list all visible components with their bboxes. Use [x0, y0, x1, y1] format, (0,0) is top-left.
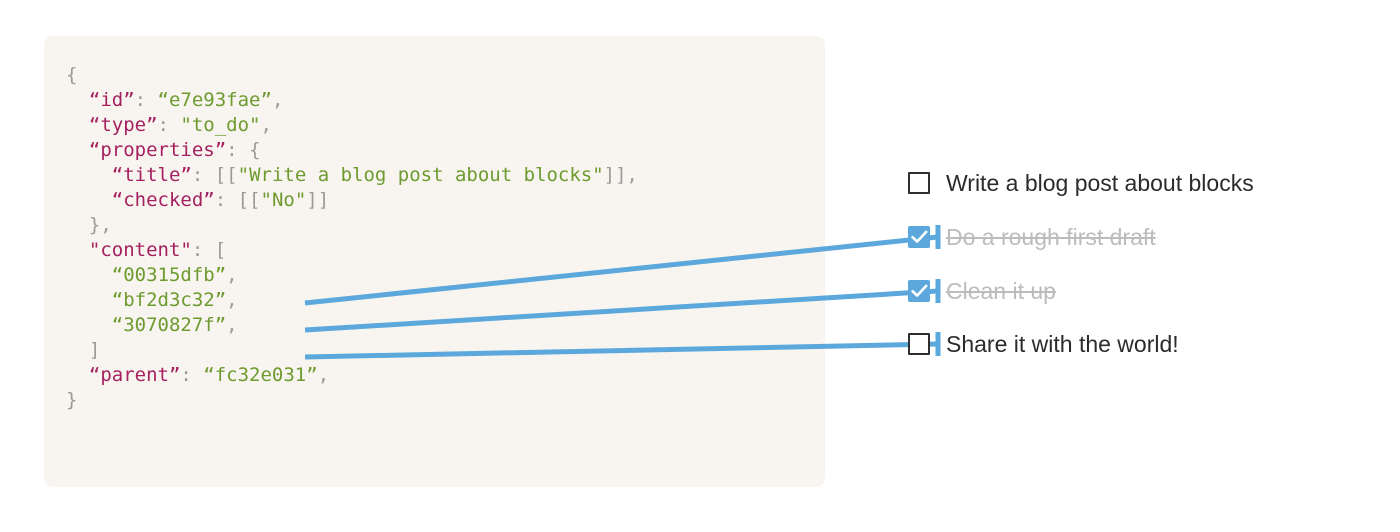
todo-label: Clean it up	[946, 277, 1056, 304]
code-token-str: "No"	[260, 189, 307, 211]
code-line: “bf2d3c32”,	[66, 288, 638, 313]
code-line: “id”: “e7e93fae”,	[66, 88, 638, 113]
code-indent	[66, 164, 112, 186]
code-indent	[66, 114, 89, 136]
code-token-punct: ]],	[603, 164, 638, 186]
code-indent	[66, 239, 89, 261]
code-line: },	[66, 213, 638, 238]
code-line: “type”: "to_do",	[66, 113, 638, 138]
code-token-colon: :	[157, 114, 181, 136]
code-line: }	[66, 388, 638, 413]
code-token-colon: :	[191, 239, 215, 261]
json-code-listing: { “id”: “e7e93fae”, “type”: "to_do", “pr…	[66, 63, 638, 413]
code-token-colon: :	[226, 139, 250, 161]
code-line: “properties”: {	[66, 138, 638, 163]
checkbox-checked-icon[interactable]	[908, 280, 930, 302]
code-indent	[66, 189, 112, 211]
code-indent	[66, 314, 112, 336]
code-line: "content": [	[66, 238, 638, 263]
code-token-punct: [[	[237, 189, 261, 211]
code-token-colon: :	[180, 364, 204, 386]
todo-item[interactable]: Write a blog post about blocks	[908, 168, 1254, 198]
code-token-punct: ,	[317, 364, 330, 386]
code-token-key: “title”	[111, 164, 192, 186]
code-indent	[66, 214, 89, 236]
code-token-key: "content"	[88, 239, 192, 261]
code-indent	[66, 89, 89, 111]
code-token-key: “checked”	[111, 189, 215, 211]
checkbox-unchecked-icon[interactable]	[908, 333, 930, 355]
code-indent	[66, 289, 112, 311]
code-token-punct: ]]	[306, 189, 330, 211]
code-token-colon: :	[214, 189, 238, 211]
code-token-punct: }	[66, 389, 78, 411]
json-code-panel: { “id”: “e7e93fae”, “type”: "to_do", “pr…	[44, 36, 825, 487]
code-token-punct: ,	[271, 89, 284, 111]
todo-item[interactable]: Share it with the world!	[908, 329, 1179, 359]
code-indent	[66, 339, 89, 361]
code-token-key: “type”	[88, 114, 158, 136]
todo-item[interactable]: Do a rough first draft	[908, 222, 1156, 252]
code-indent	[66, 264, 112, 286]
code-token-key: “properties”	[88, 139, 227, 161]
code-token-punct: ,	[260, 114, 272, 136]
todo-label: Write a blog post about blocks	[946, 169, 1254, 196]
checkmark-icon	[911, 230, 928, 243]
checkmark-icon	[911, 284, 928, 297]
code-token-punct: ]	[88, 339, 101, 361]
todo-item[interactable]: Clean it up	[908, 276, 1056, 306]
code-line: “parent”: “fc32e031”,	[66, 363, 638, 388]
code-token-str: "to_do"	[180, 114, 261, 136]
code-token-str: “bf2d3c32”	[111, 289, 227, 311]
code-indent	[66, 364, 89, 386]
code-token-key: “parent”	[88, 364, 181, 386]
code-token-punct: [	[214, 239, 227, 261]
todo-label: Do a rough first draft	[946, 223, 1156, 250]
code-line: “3070827f”,	[66, 313, 638, 338]
code-token-key: “id”	[88, 89, 135, 111]
todo-label: Share it with the world!	[946, 330, 1179, 357]
checkbox-checked-icon[interactable]	[908, 226, 930, 248]
code-token-punct: ,	[226, 289, 238, 311]
code-token-punct: ,	[226, 264, 238, 286]
code-token-punct: [[	[214, 164, 238, 186]
code-token-punct: {	[66, 64, 78, 86]
checkbox-unchecked-icon[interactable]	[908, 172, 930, 194]
code-line: “title”: [["Write a blog post about bloc…	[66, 163, 638, 188]
code-token-str: “00315dfb”	[111, 264, 227, 286]
code-token-colon: :	[134, 89, 158, 111]
code-token-str: “fc32e031”	[203, 364, 318, 386]
code-line: {	[66, 63, 638, 88]
code-token-str: "Write a blog post about blocks"	[237, 164, 604, 186]
code-line: ]	[66, 338, 638, 363]
code-token-str: “e7e93fae”	[157, 89, 272, 111]
code-line: “00315dfb”,	[66, 263, 638, 288]
code-token-punct: },	[88, 214, 112, 236]
code-token-colon: :	[191, 164, 215, 186]
code-indent	[66, 139, 89, 161]
code-token-str: “3070827f”	[111, 314, 227, 336]
code-token-punct: ,	[226, 314, 238, 336]
code-token-punct: {	[249, 139, 261, 161]
code-line: “checked”: [["No"]]	[66, 188, 638, 213]
